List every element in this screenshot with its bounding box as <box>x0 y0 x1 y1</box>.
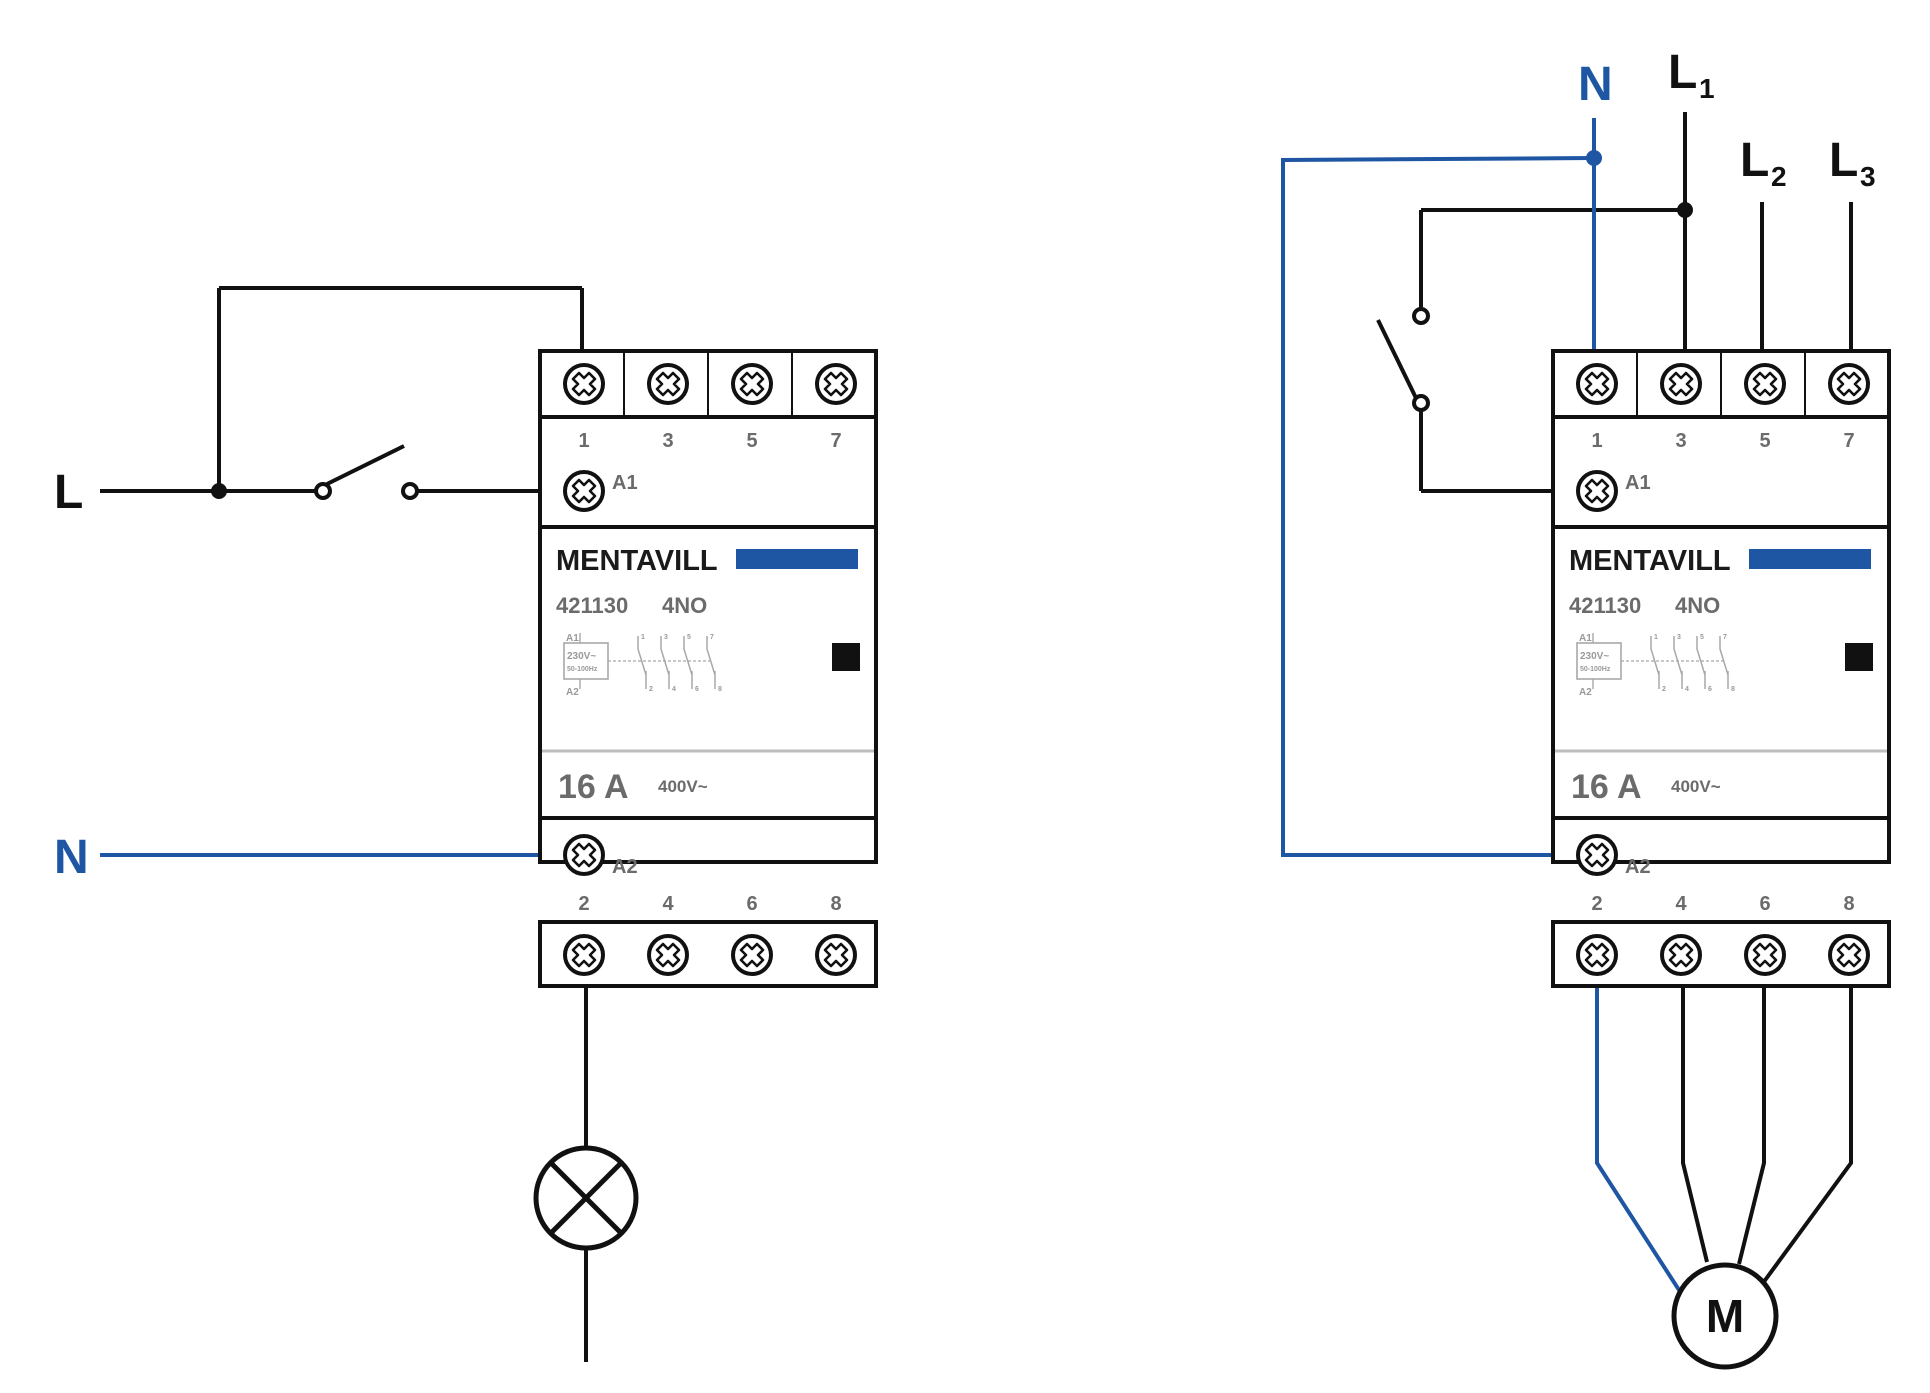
line-label: L <box>54 466 83 519</box>
terminal-number: 3 <box>1675 430 1686 452</box>
current-rating: 16 A <box>1571 768 1642 806</box>
schematic-num: 5 <box>687 634 691 641</box>
coil-voltage: 230V~ <box>567 651 596 662</box>
terminal-number: 7 <box>1843 430 1854 452</box>
schematic-num: 5 <box>1700 634 1704 641</box>
coil-terminal-label: A2 <box>1625 856 1651 878</box>
svg-text:L: L <box>1829 134 1858 187</box>
schematic-num: 1 <box>641 634 645 641</box>
brand-name: MENTAVILL <box>1569 545 1731 577</box>
svg-text:2: 2 <box>1771 161 1787 192</box>
phase-label-l3: L 3 <box>1829 134 1876 192</box>
schematic-num: 4 <box>1685 686 1689 693</box>
terminal-number: 1 <box>1591 430 1602 452</box>
terminal-number: 4 <box>662 893 674 915</box>
coil-frequency: 50-100Hz <box>1580 666 1611 673</box>
schematic-num: 7 <box>1723 634 1727 641</box>
svg-text:L: L <box>1668 46 1697 99</box>
schematic-num: 6 <box>695 686 699 693</box>
svg-text:M: M <box>1706 1290 1744 1342</box>
contactor-left: 1 3 5 7 A1 MENTAVILL 421130 4NO A1 A2 23… <box>540 351 876 986</box>
terminal-number: 6 <box>746 893 757 915</box>
terminal-number: 8 <box>1843 893 1854 915</box>
junction-dot <box>1586 150 1602 166</box>
coil-terminal-label: A2 <box>612 856 638 878</box>
terminal-number: 2 <box>578 893 589 915</box>
junction-dot <box>211 483 227 499</box>
svg-text:L: L <box>1740 134 1769 187</box>
schematic-num: 6 <box>1708 686 1712 693</box>
lamp-icon <box>533 1145 639 1251</box>
neutral-label: N <box>54 831 89 884</box>
right-black-wires <box>1376 112 1853 1285</box>
terminal-number: 2 <box>1591 893 1602 915</box>
terminal-number: 4 <box>1675 893 1687 915</box>
schematic-a1: A1 <box>566 633 579 644</box>
terminal-number: 1 <box>578 430 589 452</box>
brand-name: MENTAVILL <box>556 545 718 577</box>
neutral-label: N <box>1578 58 1613 111</box>
coil-terminal-label: A1 <box>1625 472 1651 494</box>
left-wires <box>100 286 588 1362</box>
schematic-num: 2 <box>1662 686 1666 693</box>
coil-frequency: 50-100Hz <box>567 666 598 673</box>
schematic-a2: A2 <box>1579 687 1592 698</box>
contactor-right: 1 3 5 7 A1 MENTAVILL 421130 4NO A1 A2 23… <box>1553 351 1889 986</box>
article-number: 421130 <box>556 593 628 618</box>
right-diagram: N L 1 L 2 L 3 M 1 3 5 7 A1 MENTAVILL 421… <box>1281 46 1889 1370</box>
current-rating: 16 A <box>558 768 629 806</box>
terminal-number: 5 <box>1759 430 1770 452</box>
schematic-num: 2 <box>649 686 653 693</box>
schematic-a2: A2 <box>566 687 579 698</box>
schematic-num: 1 <box>1654 634 1658 641</box>
switch-contact <box>1412 307 1430 325</box>
voltage-rating: 400V~ <box>1671 777 1721 796</box>
schematic-num: 8 <box>718 686 722 693</box>
schematic-num: 8 <box>1731 686 1735 693</box>
junction-dot <box>1677 202 1693 218</box>
contact-config: 4NO <box>1675 593 1720 618</box>
svg-text:3: 3 <box>1860 161 1876 192</box>
coil-voltage: 230V~ <box>1580 651 1609 662</box>
terminal-number: 8 <box>830 893 841 915</box>
schematic-num: 3 <box>664 634 668 641</box>
article-number: 421130 <box>1569 593 1641 618</box>
motor-icon: M <box>1671 1262 1779 1370</box>
terminal-number: 3 <box>662 430 673 452</box>
coil-terminal-label: A1 <box>612 472 638 494</box>
schematic-num: 3 <box>1677 634 1681 641</box>
phase-label-l1: L 1 <box>1668 46 1715 104</box>
phase-label-l2: L 2 <box>1740 134 1787 192</box>
switch-contact <box>314 482 332 500</box>
left-diagram: L N 1 3 5 7 A1 MENTAVILL 421130 4NO A1 A… <box>54 286 876 1362</box>
terminal-number: 7 <box>830 430 841 452</box>
svg-text:1: 1 <box>1699 73 1715 104</box>
terminal-number: 6 <box>1759 893 1770 915</box>
switch-contact <box>1412 394 1430 412</box>
schematic-a1: A1 <box>1579 633 1592 644</box>
voltage-rating: 400V~ <box>658 777 708 796</box>
schematic-num: 4 <box>672 686 676 693</box>
contact-config: 4NO <box>662 593 707 618</box>
schematic-num: 7 <box>710 634 714 641</box>
terminal-number: 5 <box>746 430 757 452</box>
switch-contact <box>401 482 419 500</box>
